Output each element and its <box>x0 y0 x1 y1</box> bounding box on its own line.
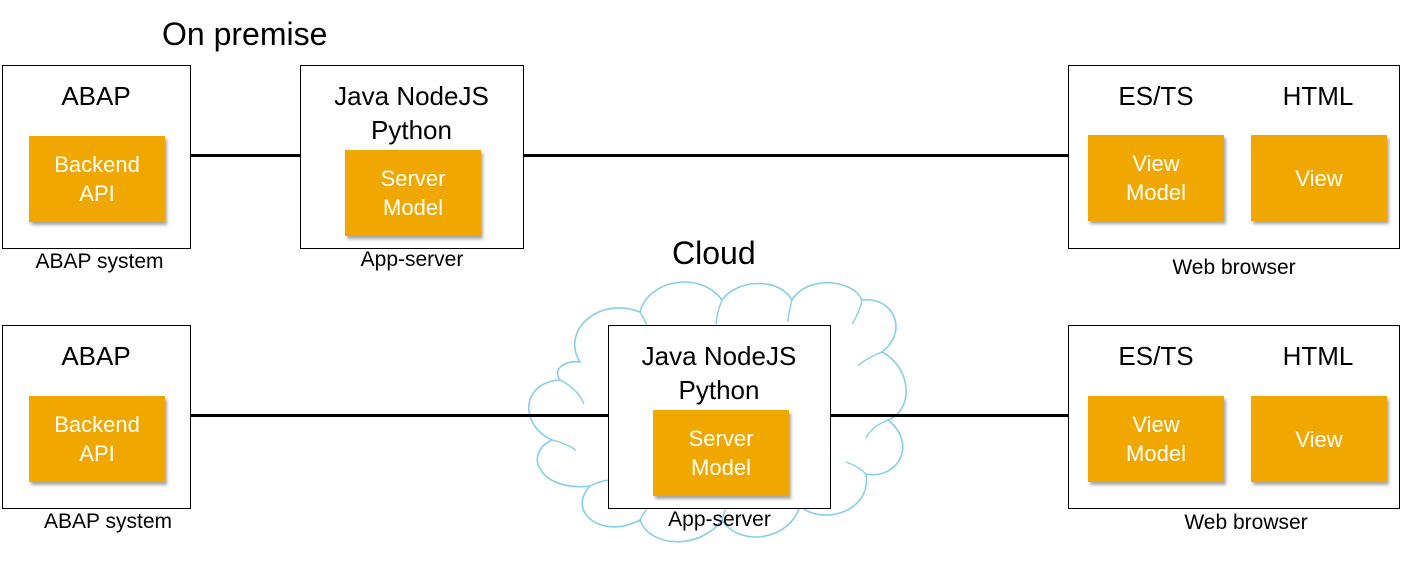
connector-appserver-browser <box>830 414 1069 417</box>
chip-line: Model <box>691 455 751 480</box>
abap-label: ABAP <box>61 341 131 371</box>
app-server-label-line: Java NodeJS <box>334 81 489 111</box>
connector-appserver-browser <box>523 154 1069 157</box>
view-chip: View <box>1251 396 1387 482</box>
chip-line: API <box>79 181 115 206</box>
connector-abap-appserver <box>190 414 609 417</box>
web-browser-caption: Web browser <box>1172 256 1296 279</box>
app-server-label-line: Python <box>371 115 452 145</box>
server-model-chip: Server Model <box>653 410 789 496</box>
chip-line: Backend <box>54 412 140 437</box>
abap-system-caption: ABAP system <box>44 510 172 533</box>
app-server-label-line: Python <box>678 375 760 405</box>
chip-line: Model <box>1126 180 1186 205</box>
web-browser-box: ES/TS HTML View Model View <box>1068 65 1400 249</box>
app-server-box: Java NodeJS Python Server Model <box>608 325 831 509</box>
web-browser-box: ES/TS HTML View Model View <box>1068 325 1400 509</box>
app-server-caption: App-server <box>360 248 464 271</box>
es-ts-label: ES/TS <box>1118 81 1194 111</box>
chip-line: View <box>1132 151 1180 176</box>
abap-system-caption: ABAP system <box>35 250 164 273</box>
chip-line: Server <box>688 426 754 451</box>
chip-line: View <box>1295 426 1343 452</box>
abap-system-box: ABAP Backend API <box>2 65 191 249</box>
app-server-caption: App-server <box>668 508 771 531</box>
abap-system-box: ABAP Backend API <box>2 325 191 509</box>
view-chip: View <box>1251 135 1387 221</box>
chip-line: Model <box>1126 441 1186 466</box>
abap-label: ABAP <box>61 81 131 111</box>
chip-line: API <box>79 441 115 466</box>
chip-line: Server <box>380 166 446 191</box>
chip-line: Model <box>383 195 443 220</box>
connector-abap-appserver <box>190 154 301 157</box>
on-premise-title: On premise <box>162 16 328 52</box>
app-server-box: Java NodeJS Python Server Model <box>300 65 524 249</box>
app-server-label-line: Java NodeJS <box>641 341 797 371</box>
cloud-title: Cloud <box>672 235 756 271</box>
view-model-chip: View Model <box>1088 135 1224 221</box>
es-ts-label: ES/TS <box>1118 341 1194 371</box>
chip-line: View <box>1295 165 1343 191</box>
view-model-chip: View Model <box>1088 396 1224 482</box>
backend-api-chip: Backend API <box>29 396 165 482</box>
web-browser-caption: Web browser <box>1184 511 1308 534</box>
server-model-chip: Server Model <box>345 150 481 236</box>
html-label: HTML <box>1282 81 1354 111</box>
chip-line: View <box>1132 412 1180 437</box>
html-label: HTML <box>1282 341 1354 371</box>
chip-line: Backend <box>54 152 140 177</box>
backend-api-chip: Backend API <box>29 136 165 222</box>
